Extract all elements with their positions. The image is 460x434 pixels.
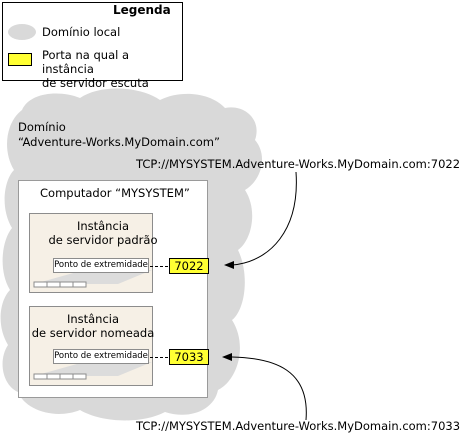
port-7022: 7022 <box>169 258 209 274</box>
legend-local-domain-label: Domínio local <box>42 25 121 39</box>
tcp-address-7033: TCP://MYSYSTEM.Adventure-Works.MyDomain.… <box>136 419 460 433</box>
default-instance-title: Instância de servidor padrão <box>48 219 158 247</box>
named-instance-endpoint: Ponto de extremidade <box>53 349 149 364</box>
named-instance-connector <box>150 357 168 358</box>
named-instance-endpoint-graphic <box>33 362 152 380</box>
legend-port-icon <box>8 53 32 66</box>
default-instance-endpoint-graphic <box>33 270 152 288</box>
arrowhead-7033 <box>222 353 232 361</box>
port-7033: 7033 <box>169 349 209 365</box>
legend-title: Legenda <box>113 3 171 17</box>
legend-cloud-icon <box>8 24 36 40</box>
arrow-7022 <box>231 171 297 266</box>
arrow-7033 <box>231 356 307 421</box>
named-instance-title: Instância de servidor nomeada <box>31 312 155 340</box>
arrowhead-7022 <box>224 261 234 269</box>
legend-box <box>2 2 183 81</box>
default-instance-endpoint: Ponto de extremidade <box>53 258 149 273</box>
default-instance-connector <box>150 266 168 267</box>
tcp-address-7022: TCP://MYSYSTEM.Adventure-Works.MyDomain.… <box>136 157 460 171</box>
domain-label: Domínio “Adventure-Works.MyDomain.com” <box>18 120 220 149</box>
computer-title: Computador “MYSYSTEM” <box>40 186 190 200</box>
legend-port-description: Porta na qual a instância de servidor es… <box>42 48 149 90</box>
